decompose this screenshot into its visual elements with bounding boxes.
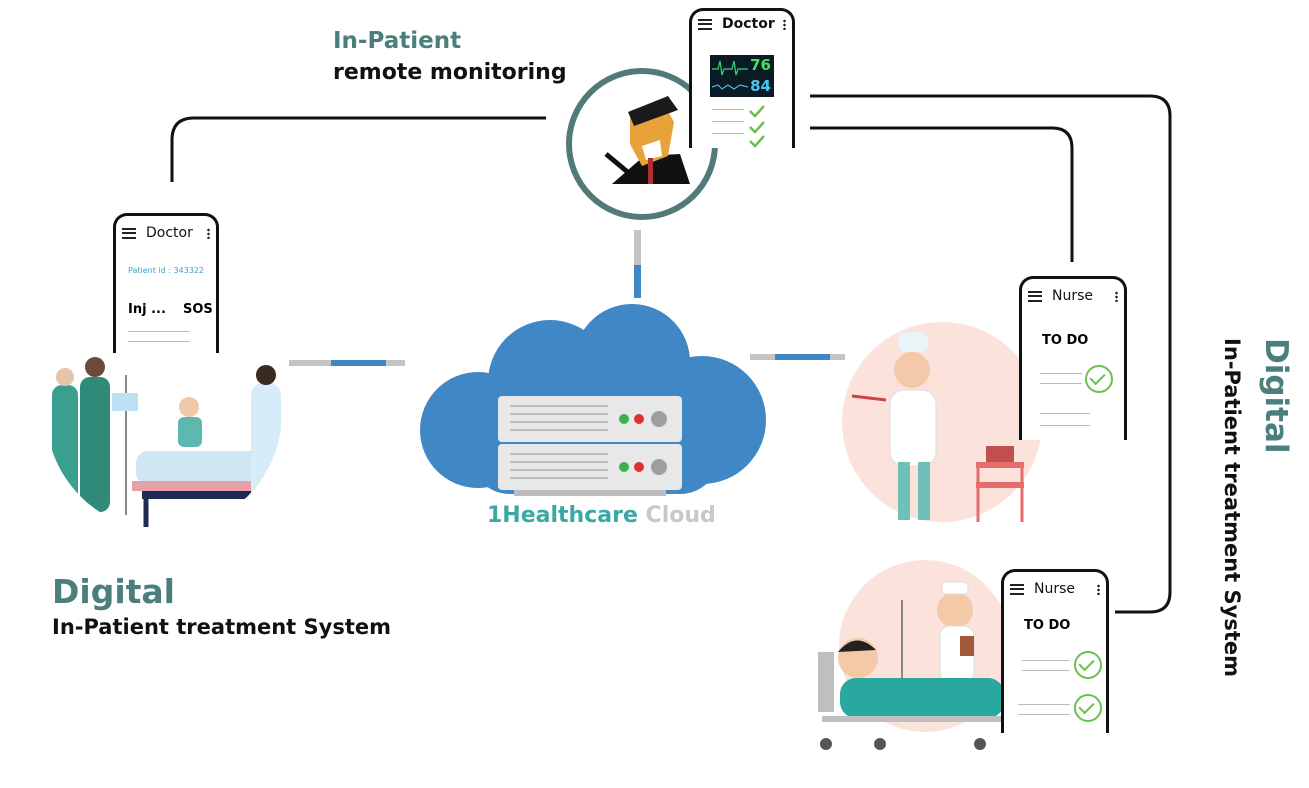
phone-title: Nurse bbox=[1034, 581, 1076, 597]
phone-nurse-2[interactable]: Nurse TO DO bbox=[1001, 569, 1109, 733]
left-title: Digital In-Patient treatment System bbox=[52, 572, 391, 639]
left-title-line2: In-Patient treatment System bbox=[52, 615, 392, 639]
patient-bed-icon bbox=[818, 560, 1011, 750]
top-title: In-Patient remote monitoring bbox=[333, 28, 567, 85]
top-title-line2: remote monitoring bbox=[333, 60, 567, 85]
menu-icon[interactable] bbox=[1028, 290, 1042, 302]
column-injection: Inj ... bbox=[128, 302, 166, 317]
monitor-value-2: 84 bbox=[750, 77, 771, 95]
menu-icon[interactable] bbox=[1010, 583, 1024, 595]
menu-icon[interactable] bbox=[122, 227, 136, 239]
top-title-line1: In-Patient bbox=[333, 28, 462, 54]
cloud-label: 1Healthcare Cloud bbox=[487, 503, 716, 528]
check-icon[interactable] bbox=[1074, 651, 1102, 679]
ecg-wave-icon bbox=[711, 60, 749, 90]
phone-doctor-left[interactable]: Doctor Patient id : 343322 Inj ... SOS bbox=[113, 213, 219, 353]
nurse-illustration-1 bbox=[842, 322, 1042, 532]
more-icon[interactable] bbox=[1115, 290, 1118, 302]
monitor-value-1: 76 bbox=[750, 56, 771, 74]
menu-icon[interactable] bbox=[698, 18, 712, 30]
right-title-line1: Digital bbox=[1258, 338, 1294, 454]
vital-monitor: 76 84 bbox=[710, 55, 774, 97]
phone-title: Nurse bbox=[1052, 288, 1094, 304]
right-title-line2: In-Patient treatment System bbox=[1220, 338, 1244, 678]
check-icon[interactable] bbox=[1085, 365, 1113, 393]
phone-title: Doctor bbox=[146, 225, 193, 241]
right-title: Digital In-Patient treatment System bbox=[1218, 338, 1298, 678]
phone-title: Doctor bbox=[722, 16, 775, 32]
phone-doctor-top[interactable]: Doctor 76 84 bbox=[689, 8, 795, 148]
cloud-label-brand: 1Healthcare bbox=[487, 503, 638, 528]
cloud-label-word: Cloud bbox=[645, 503, 716, 528]
more-icon[interactable] bbox=[783, 18, 786, 30]
todo-label: TO DO bbox=[1042, 333, 1089, 348]
cloud-server-icon bbox=[420, 304, 766, 496]
column-sos: SOS bbox=[183, 302, 213, 317]
nurse-trolley-icon bbox=[842, 322, 1042, 522]
check-icon[interactable] bbox=[1074, 694, 1102, 722]
patient-id: Patient id : 343322 bbox=[128, 266, 205, 275]
todo-label: TO DO bbox=[1024, 618, 1071, 633]
doctor-illustration-icon bbox=[604, 96, 690, 184]
checkmarks-icon bbox=[749, 105, 765, 148]
nurse-illustration-2 bbox=[810, 560, 1020, 755]
more-icon[interactable] bbox=[1097, 583, 1100, 595]
phone-nurse-1[interactable]: Nurse TO DO bbox=[1019, 276, 1127, 440]
left-title-line1: Digital bbox=[52, 572, 175, 611]
more-icon[interactable] bbox=[207, 227, 210, 239]
